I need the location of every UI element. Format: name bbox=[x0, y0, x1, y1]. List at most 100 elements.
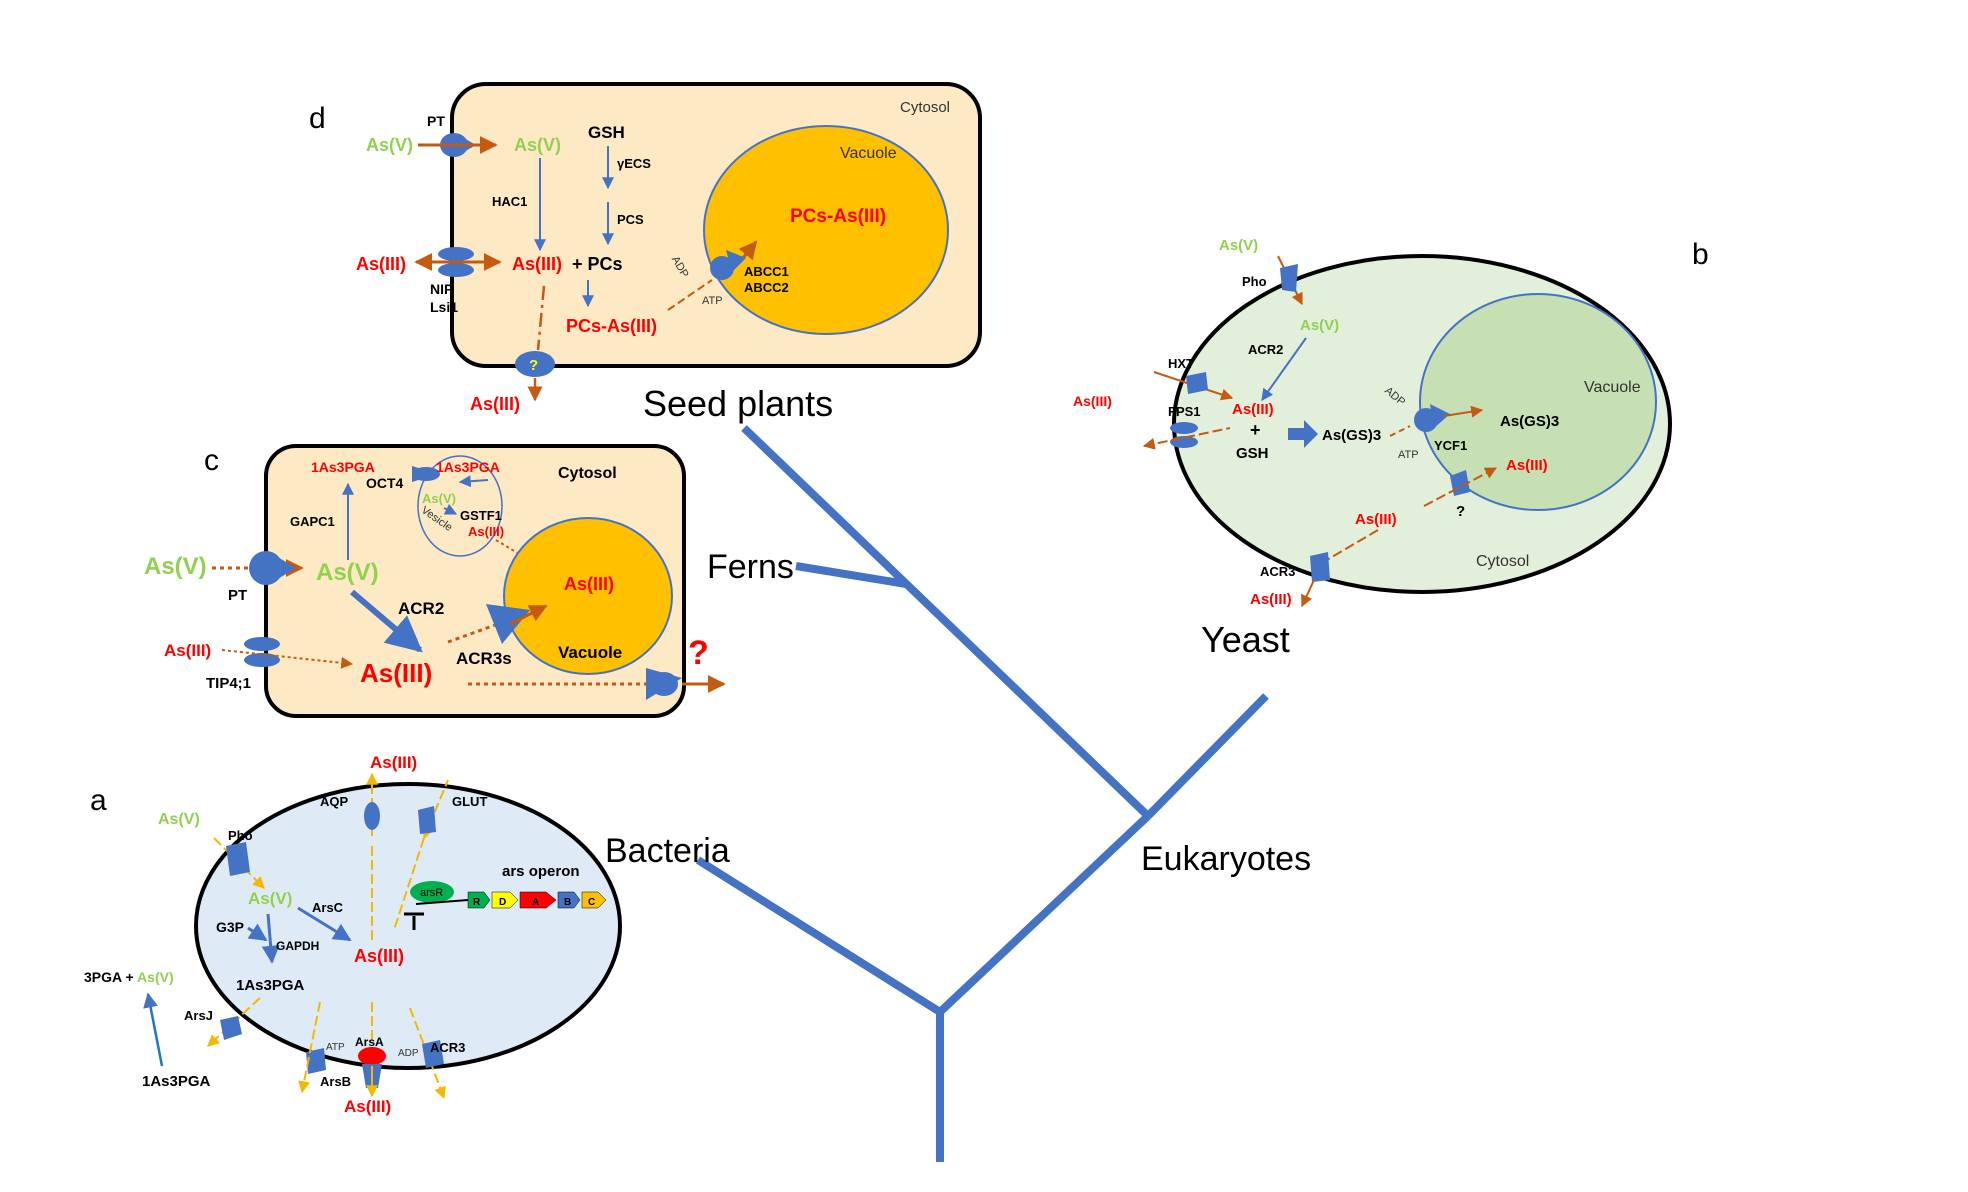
oct4-transporter bbox=[412, 467, 440, 481]
gsh-label: GSH bbox=[1236, 445, 1269, 462]
yeast-vacuole bbox=[1419, 293, 1657, 511]
tree-label-bacteria: Bacteria bbox=[605, 832, 730, 870]
as3-outside: As(III) bbox=[356, 254, 406, 274]
unknown-efflux-q: ? bbox=[529, 357, 538, 374]
acr3s-transporter-icon bbox=[486, 604, 530, 644]
hac1-label: HAC1 bbox=[492, 194, 527, 209]
vacuole-label: Vacuole bbox=[1584, 379, 1641, 396]
acr3-label: ACR3 bbox=[430, 1040, 465, 1055]
as3-outside: As(III) bbox=[1073, 393, 1112, 409]
atp-label: ATP bbox=[702, 295, 723, 307]
fern-vacuole bbox=[503, 517, 673, 675]
asgs3-cytosol: As(GS)3 bbox=[1322, 427, 1381, 444]
3pga-as5: As(V) bbox=[137, 969, 174, 985]
ycf1-arrow-icon bbox=[1430, 404, 1450, 428]
panel-letter-d: d bbox=[309, 102, 326, 135]
1as3pga-vesicle: 1As3PGA bbox=[436, 459, 500, 475]
aqp-transporter bbox=[364, 802, 380, 830]
arsR-label: arsR bbox=[420, 887, 443, 899]
ars-operon-genes: R D A B C bbox=[467, 891, 607, 909]
gene-D bbox=[491, 891, 519, 909]
pho-transporter bbox=[226, 842, 250, 876]
as5-inside: As(V) bbox=[514, 135, 561, 155]
gene-A bbox=[519, 891, 557, 909]
atp-label: ATP bbox=[326, 1042, 345, 1053]
as5-inside: As(V) bbox=[248, 889, 292, 908]
arsA-atpase bbox=[358, 1047, 386, 1065]
tip-transporter-top bbox=[244, 637, 280, 651]
panel-a-bacterial-cell: a As(III) AQP GLUT As(V) Pho ars operon … bbox=[84, 753, 622, 1116]
hxt-label: HXT bbox=[1168, 356, 1194, 371]
plus-pcs: + PCs bbox=[572, 254, 623, 274]
gapc1-label: GAPC1 bbox=[290, 514, 335, 529]
as3-efflux: As(III) bbox=[470, 394, 520, 414]
as5-vesicle: As(V) bbox=[422, 491, 456, 506]
tip-transporter-bottom bbox=[244, 653, 280, 667]
asgs3-vacuole: As(GS)3 bbox=[1500, 413, 1559, 430]
panel-letter-a: a bbox=[90, 784, 107, 817]
gene-R-label: R bbox=[473, 897, 481, 908]
unknown-efflux-transporter bbox=[515, 351, 555, 377]
nip-label: NIP bbox=[430, 281, 453, 297]
tree-label-seed-plants: Seed plants bbox=[643, 383, 833, 424]
acr2-label: ACR2 bbox=[398, 599, 444, 618]
as5-outside: As(V) bbox=[158, 811, 200, 828]
pho-label: Pho bbox=[1242, 274, 1267, 289]
as3-bottom: As(III) bbox=[344, 1097, 391, 1116]
as5-outside: As(V) bbox=[366, 135, 413, 155]
arsJ-label: ArsJ bbox=[184, 1008, 213, 1023]
gene-B bbox=[557, 891, 581, 909]
as3-inside: As(III) bbox=[1232, 401, 1274, 418]
lsi1-label: Lsi1 bbox=[430, 299, 458, 315]
abcc-arrow-icon bbox=[726, 250, 746, 272]
bacterial-cell-membrane bbox=[194, 782, 622, 1070]
as3-outside: As(III) bbox=[164, 641, 211, 660]
atp-label: ATP bbox=[1398, 449, 1419, 461]
as3-efflux: As(III) bbox=[1250, 591, 1292, 608]
pt-label: PT bbox=[427, 113, 445, 129]
tree-label-ferns: Ferns bbox=[707, 548, 794, 586]
cytosol-label: Cytosol bbox=[900, 99, 950, 116]
gene-R bbox=[467, 891, 491, 909]
panel-b-yeast-cell: b Vacuole Cytosol As(V) Pho As(V) ACR2 H… bbox=[1073, 237, 1709, 608]
pho-label: Pho bbox=[228, 828, 253, 843]
vesicle bbox=[417, 455, 503, 557]
vacuole bbox=[703, 125, 949, 335]
aqp-label: AQP bbox=[320, 794, 349, 809]
as3-vacuole: As(III) bbox=[564, 574, 614, 594]
as5-outside: As(V) bbox=[1219, 237, 1258, 254]
pcs-as3-cytosol: PCs-As(III) bbox=[566, 316, 657, 336]
pho-transporter bbox=[1280, 264, 1298, 292]
panel-c-fern-cell: c Cytosol 1As3PGA GAPC1 OCT4 1As3PGA As(… bbox=[144, 444, 726, 718]
gene-A-label: A bbox=[532, 897, 539, 908]
nip-transporter-bottom bbox=[438, 263, 474, 277]
panel-letter-b: b bbox=[1692, 238, 1709, 271]
panel-d-seed-plant-cell: d Cytosol Vacuole PCs-As(III) PT As(V) A… bbox=[309, 82, 982, 414]
acr3-transporter bbox=[422, 1040, 444, 1068]
as3-vacuole: As(III) bbox=[1506, 457, 1548, 474]
1as3pga-inside: 1As3PGA bbox=[236, 977, 305, 994]
pt-label: PT bbox=[228, 587, 247, 604]
fps1-transporter-bottom bbox=[1170, 436, 1198, 448]
3pga-label: 3PGA + bbox=[84, 969, 137, 985]
adp-label: ADP bbox=[398, 1048, 419, 1059]
1as3pga-outside: 1As3PGA bbox=[142, 1073, 211, 1090]
phylogenetic-tree bbox=[695, 425, 1269, 1162]
vacuole-efflux-q: ? bbox=[1456, 503, 1465, 520]
as3-vesicle: As(III) bbox=[468, 524, 504, 539]
ycf1-label: YCF1 bbox=[1434, 438, 1467, 453]
pt-transporter bbox=[249, 551, 283, 585]
vacuole-label: Vacuole bbox=[558, 643, 622, 662]
arsB-left-transporter bbox=[306, 1048, 326, 1074]
as5-inside: As(V) bbox=[1300, 317, 1339, 334]
cytosol-label: Cytosol bbox=[558, 465, 617, 482]
vacuole-label: Vacuole bbox=[840, 145, 897, 162]
acr3s-label: ACR3s bbox=[456, 649, 512, 668]
fps1-transporter-top bbox=[1170, 422, 1198, 434]
abcc2-label: ABCC2 bbox=[744, 280, 789, 295]
as3-inside: As(III) bbox=[354, 946, 404, 966]
glut-transporter bbox=[418, 806, 436, 834]
gene-B-label: B bbox=[564, 897, 571, 908]
arsA-label: ArsA bbox=[355, 1035, 384, 1049]
as5-outside: As(V) bbox=[144, 553, 207, 580]
